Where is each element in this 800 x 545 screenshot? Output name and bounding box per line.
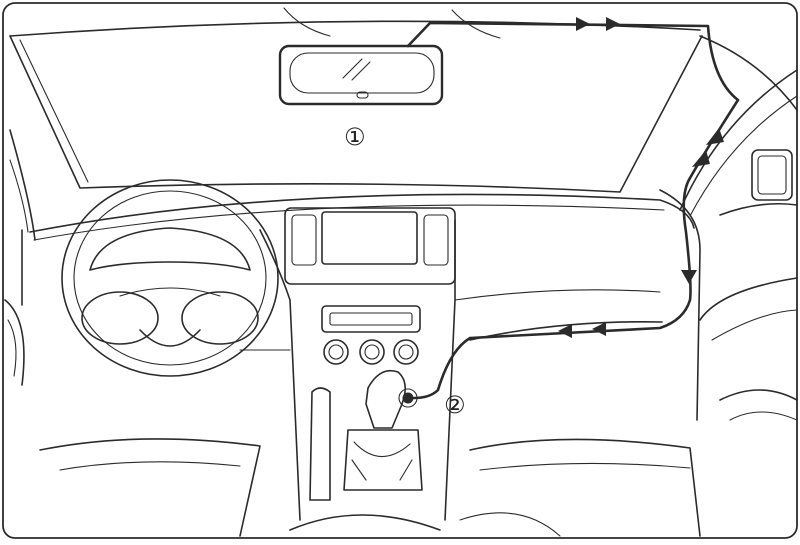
handbrake	[309, 387, 331, 501]
seats	[39, 438, 701, 537]
gear-shifter	[343, 369, 423, 491]
left-a-pillar	[4, 129, 36, 386]
center-console	[284, 207, 456, 365]
dashboard	[21, 193, 695, 521]
power-cable	[406, 21, 740, 400]
arrow-down-left	[706, 128, 724, 145]
radio-slot	[321, 305, 421, 333]
steering-wheel	[61, 179, 279, 377]
arrow-down-left	[692, 150, 710, 167]
arrow-down	[681, 270, 697, 284]
arrow-right	[576, 17, 590, 31]
marker-mirror-position: ①	[344, 123, 366, 151]
arrow-left	[592, 322, 606, 336]
passenger-door	[659, 35, 798, 421]
rearview-mirror	[278, 44, 444, 106]
cable-direction-arrows	[558, 17, 724, 338]
arrow-left	[558, 324, 572, 338]
marker-power-port-position: ②	[444, 391, 466, 419]
side-mirror	[751, 149, 793, 201]
arrow-right	[606, 17, 620, 31]
center-display	[321, 211, 418, 265]
climate-knobs	[323, 339, 419, 365]
